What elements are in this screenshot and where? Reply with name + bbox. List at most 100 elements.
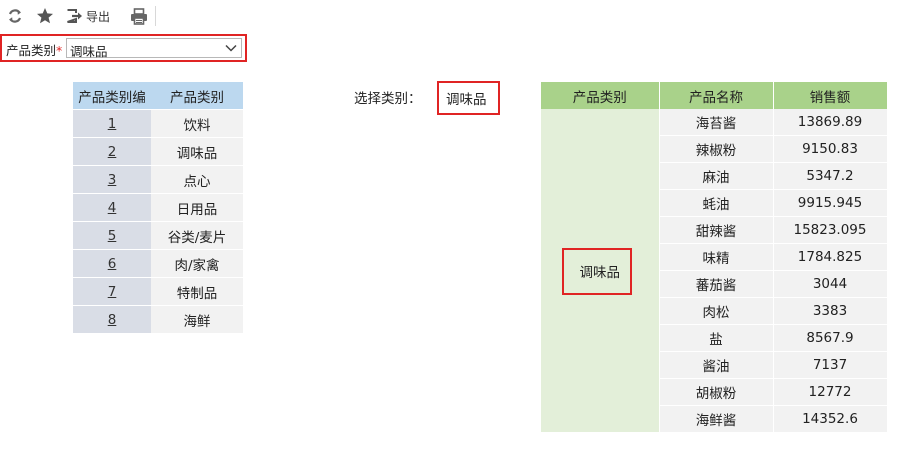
filter-label: 产品类别*	[6, 40, 62, 59]
header-category: 产品类别	[541, 82, 660, 109]
category-id-cell: 6	[73, 249, 151, 278]
sales-cell: 5347.2	[773, 162, 888, 190]
category-id-link[interactable]: 1	[107, 115, 117, 132]
table-row: 胡椒粉 12772	[541, 378, 888, 406]
category-table-header: 产品类别编 产品类别	[73, 82, 243, 110]
sales-cell: 1784.825	[773, 243, 888, 271]
product-name-cell: 肉松	[659, 297, 774, 325]
product-name-cell: 味精	[659, 243, 774, 271]
category-id-cell: 8	[73, 305, 151, 334]
header-product-name: 产品名称	[659, 82, 774, 109]
table-row: 甜辣酱 15823.095	[541, 216, 888, 244]
star-icon	[37, 8, 53, 24]
category-id-link[interactable]: 5	[107, 227, 117, 244]
table-row: 6 肉/家禽	[73, 249, 243, 278]
sales-table-header: 产品类别 产品名称 销售额	[541, 82, 888, 109]
category-id-link[interactable]: 4	[107, 199, 117, 216]
export-label: 导出	[86, 9, 111, 24]
product-name-cell: 海鲜酱	[659, 405, 774, 433]
table-row: 1 饮料	[73, 109, 243, 138]
table-row: 5 谷类/麦片	[73, 221, 243, 250]
category-group-cell: 调味品	[541, 109, 660, 433]
category-name-cell: 特制品	[151, 277, 243, 306]
export-icon	[67, 9, 82, 23]
category-id-cell: 2	[73, 137, 151, 166]
refresh-icon	[8, 9, 22, 23]
category-id-link[interactable]: 8	[107, 311, 117, 328]
product-name-cell: 蚝油	[659, 189, 774, 217]
sales-cell: 3044	[773, 270, 888, 298]
sales-cell: 9915.945	[773, 189, 888, 217]
category-id-cell: 3	[73, 165, 151, 194]
table-row: 蕃茄酱 3044	[541, 270, 888, 298]
table-row: 肉松 3383	[541, 297, 888, 325]
category-name-cell: 谷类/麦片	[151, 221, 243, 250]
required-mark: *	[56, 43, 63, 58]
product-name-cell: 甜辣酱	[659, 216, 774, 244]
filter-highlight	[0, 34, 247, 62]
favorite-button[interactable]	[36, 7, 54, 25]
category-name-cell: 饮料	[151, 109, 243, 138]
product-name-cell: 酱油	[659, 351, 774, 379]
table-row: 8 海鲜	[73, 305, 243, 334]
table-row: 蚝油 9915.945	[541, 189, 888, 217]
product-name-cell: 蕃茄酱	[659, 270, 774, 298]
export-button[interactable]: 导出	[66, 7, 110, 25]
chevron-down-icon	[225, 44, 237, 52]
category-select-value: 调味品	[70, 44, 108, 59]
sales-cell: 7137	[773, 351, 888, 379]
category-name-cell: 点心	[151, 165, 243, 194]
sales-cell: 14352.6	[773, 405, 888, 433]
sales-cell: 9150.83	[773, 135, 888, 163]
print-icon	[131, 7, 147, 25]
category-id-cell: 7	[73, 277, 151, 306]
product-name-cell: 海苔酱	[659, 109, 774, 136]
product-name-cell: 胡椒粉	[659, 378, 774, 406]
category-name-cell: 肉/家禽	[151, 249, 243, 278]
product-name-cell: 盐	[659, 324, 774, 352]
category-id-link[interactable]: 7	[107, 283, 117, 300]
table-row: 味精 1784.825	[541, 243, 888, 271]
category-id-link[interactable]: 3	[107, 171, 117, 188]
table-row: 4 日用品	[73, 193, 243, 222]
toolbar: 导出	[0, 0, 922, 32]
table-row: 7 特制品	[73, 277, 243, 306]
header-category-name: 产品类别	[151, 82, 243, 110]
header-category-id: 产品类别编	[73, 82, 151, 110]
category-name-cell: 海鲜	[151, 305, 243, 334]
sales-cell: 13869.89	[773, 109, 888, 136]
print-button[interactable]	[130, 7, 148, 25]
product-name-cell: 麻油	[659, 162, 774, 190]
filter-label-text: 产品类别	[6, 43, 57, 58]
selection-value: 调味品	[446, 92, 487, 108]
table-row: 辣椒粉 9150.83	[541, 135, 888, 163]
category-select[interactable]: 调味品	[66, 38, 242, 59]
table-row: 2 调味品	[73, 137, 243, 166]
table-row: 海鲜酱 14352.6	[541, 405, 888, 433]
refresh-button[interactable]	[7, 7, 23, 25]
toolbar-divider	[155, 6, 156, 26]
sales-cell: 8567.9	[773, 324, 888, 352]
category-id-cell: 1	[73, 109, 151, 138]
sales-cell: 15823.095	[773, 216, 888, 244]
table-row: 麻油 5347.2	[541, 162, 888, 190]
group-highlight	[562, 248, 632, 295]
selection-highlight	[437, 81, 500, 115]
selection-label: 选择类别：	[354, 91, 422, 107]
sales-cell: 3383	[773, 297, 888, 325]
header-sales: 销售额	[773, 82, 888, 109]
category-id-link[interactable]: 2	[107, 143, 117, 160]
category-id-link[interactable]: 6	[107, 255, 117, 272]
sales-table: 产品类别 产品名称 销售额 调味品 海苔酱 13869.89 辣椒粉 9150.…	[541, 82, 888, 433]
category-id-cell: 5	[73, 221, 151, 250]
category-table: 产品类别编 产品类别 1 饮料 2 调味品 3 点心 4 日用品 5 谷类/麦片…	[73, 82, 243, 334]
category-id-cell: 4	[73, 193, 151, 222]
category-name-cell: 日用品	[151, 193, 243, 222]
category-name-cell: 调味品	[151, 137, 243, 166]
sales-cell: 12772	[773, 378, 888, 406]
table-row: 盐 8567.9	[541, 324, 888, 352]
table-row: 调味品 海苔酱 13869.89	[541, 109, 888, 433]
product-name-cell: 辣椒粉	[659, 135, 774, 163]
table-row: 酱油 7137	[541, 351, 888, 379]
table-row: 3 点心	[73, 165, 243, 194]
